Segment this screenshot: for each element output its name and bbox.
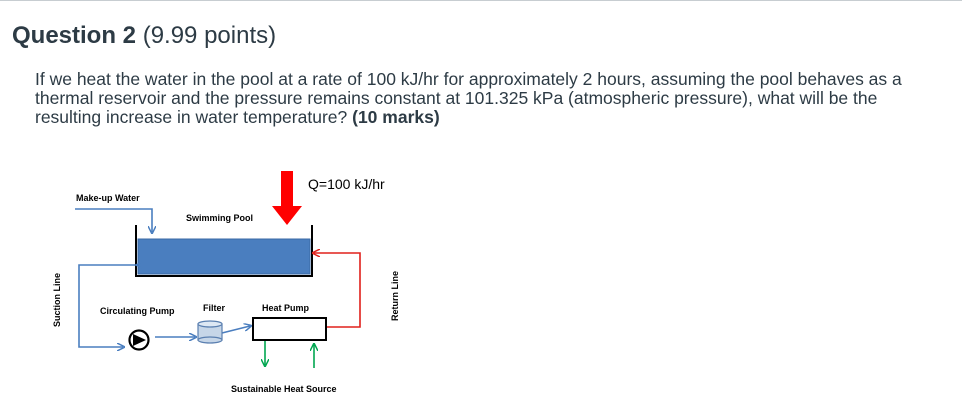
question-text: If we heat the water in the pool at a ra…: [35, 70, 940, 127]
heat-rate-label: Q=100 kJ/hr: [308, 176, 385, 192]
filter-label: Filter: [203, 303, 226, 313]
heat-input-arrow: [272, 171, 302, 225]
return-line-pipe: [314, 253, 361, 328]
filter-to-heatpump-pipe: [221, 326, 250, 334]
circulating-pump-label: Circulating Pump: [100, 306, 175, 316]
question-body: If we heat the water in the pool at a ra…: [35, 69, 902, 127]
swimming-pool-label: Swimming Pool: [186, 213, 253, 223]
suction-line-label: Suction Line: [52, 273, 62, 327]
return-line-label: Return Line: [390, 271, 400, 321]
question-points: (9.99 points): [142, 22, 277, 49]
question-title: Question 2: [12, 22, 137, 49]
heat-pump-box: [252, 317, 327, 341]
question-header: Question 2 (9.99 points): [12, 22, 276, 50]
heat-pump-label: Heat Pump: [262, 303, 310, 313]
filter-icon: [197, 320, 223, 344]
top-divider: [0, 0, 962, 1]
question-marks: (10 marks): [352, 107, 440, 127]
circulating-pump-icon: [128, 329, 150, 351]
pool-water: [137, 238, 311, 275]
heat-source-label: Sustainable Heat Source: [231, 384, 337, 394]
makeup-water-pipe: [75, 208, 152, 232]
suction-line-pipe: [78, 265, 138, 347]
makeup-water-label: Make-up Water: [76, 193, 140, 203]
